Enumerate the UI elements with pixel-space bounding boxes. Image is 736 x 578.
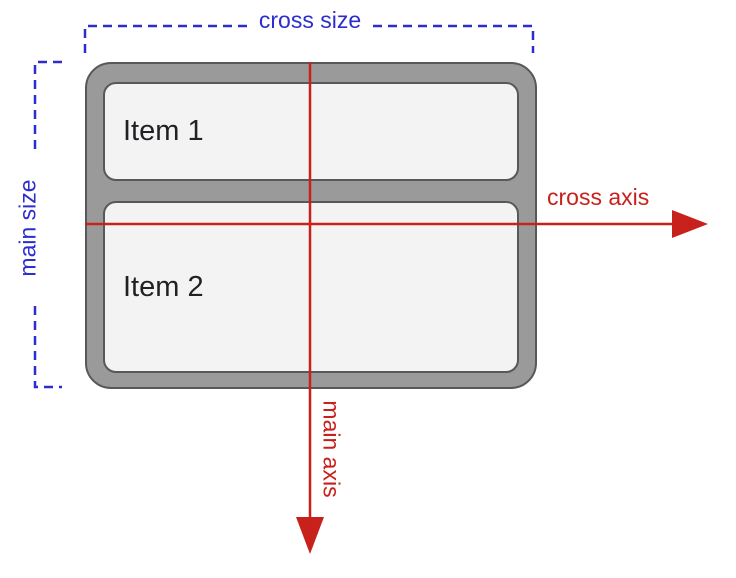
main-size-bracket-bottom <box>33 306 62 389</box>
cross-size-label: cross size <box>258 7 362 33</box>
cross-size-bracket-left <box>83 24 247 53</box>
cross-size-bracket-right <box>373 24 535 53</box>
cross-axis-label: cross axis <box>547 184 650 210</box>
main-axis-arrowhead-icon <box>296 517 324 554</box>
flex-item-2-label: Item 2 <box>123 270 204 303</box>
flex-container: Item 1 Item 2 <box>85 62 537 389</box>
cross-axis-arrowhead-icon <box>672 210 708 238</box>
main-size-label: main size <box>14 179 41 277</box>
flex-item-1-label: Item 1 <box>123 115 204 147</box>
main-size-bracket-top <box>33 60 62 150</box>
flex-item-2: Item 2 <box>103 201 519 373</box>
flex-item-1: Item 1 <box>103 82 519 181</box>
main-axis-label: main axis <box>318 400 345 498</box>
